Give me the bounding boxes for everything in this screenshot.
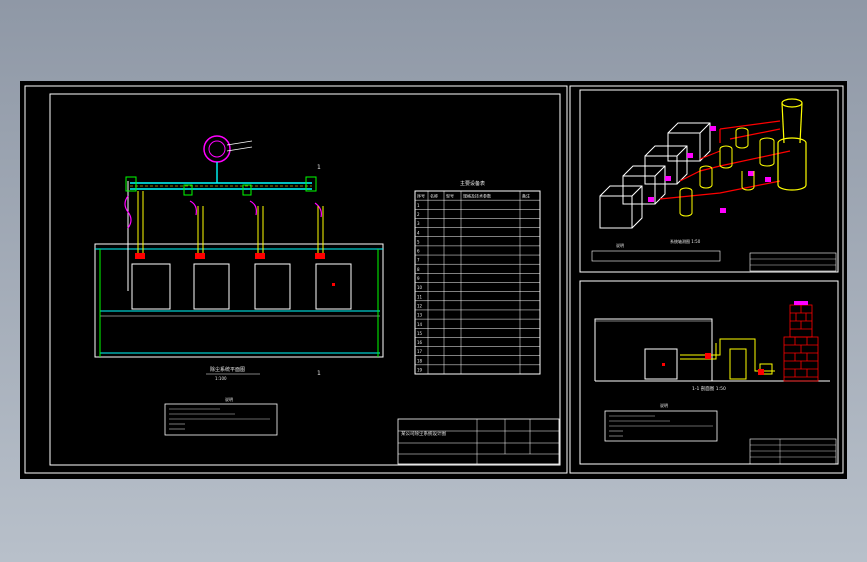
table-cell: 7 xyxy=(417,258,420,263)
building-outline xyxy=(94,243,384,358)
cad-drawing-canvas: 1 1 除尘系统平面图 1:100 主要设备表 序号名称 型号 规格及技术参数 备注 1… xyxy=(20,81,847,479)
chimney-brick-icon xyxy=(783,304,819,382)
notes-left-title: 说明 xyxy=(225,396,233,402)
table-header-cell: 规格及技术参数 xyxy=(463,193,491,199)
table-cell: 3 xyxy=(417,221,420,226)
title-block-right xyxy=(749,438,837,465)
table-cell: 1 xyxy=(417,203,420,208)
table-header-cell: 名称 xyxy=(430,193,438,199)
table-cell: 14 xyxy=(417,322,423,327)
axo-title: 系统轴测图 1:50 xyxy=(670,238,701,244)
left-sheet-inner-frame xyxy=(49,93,561,466)
plan-title: 除尘系统平面图 xyxy=(210,366,245,373)
table-cell: 13 xyxy=(417,313,423,318)
table-cell: 9 xyxy=(417,276,420,281)
table-header-cell: 序号 xyxy=(417,193,425,199)
table-cell: 15 xyxy=(417,331,423,336)
main-plan-view: 1 1 除尘系统平面图 1:100 xyxy=(94,135,384,381)
table-cell: 5 xyxy=(417,239,420,244)
axo-panel-frame xyxy=(579,89,839,273)
table-cell: 17 xyxy=(417,349,423,354)
table-header-cell: 备注 xyxy=(522,193,530,199)
fan-icon xyxy=(203,135,231,163)
equipment-table-title: 主要设备表 xyxy=(460,180,485,187)
notes-left: 说明 xyxy=(164,396,278,436)
section-marker-a: 1 xyxy=(317,164,321,171)
table-cell: 12 xyxy=(417,303,423,308)
machine-3 xyxy=(254,263,291,310)
table-cell: 19 xyxy=(417,368,423,373)
table-header-cell: 型号 xyxy=(446,193,454,199)
equipment-table: 主要设备表 序号名称型号规格及技术参数备注1234567891011121314… xyxy=(414,180,541,375)
table-cell: 4 xyxy=(417,230,420,235)
cad-drawing: 1 1 除尘系统平面图 1:100 主要设备表 序号名称 型号 规格及技术参数 备注 1… xyxy=(24,85,844,474)
section-view: 1-1 剖面图 1:50 xyxy=(594,301,830,392)
chimney-icon xyxy=(777,98,807,191)
right-sheet-frame xyxy=(569,85,844,474)
axonometric-view: 说明 系统轴测图 1:50 xyxy=(591,98,837,272)
section-title: 1-1 剖面图 1:50 xyxy=(692,385,726,392)
branch-3 xyxy=(242,184,291,310)
axo-note-label: 说明 xyxy=(616,242,624,248)
table-cell: 11 xyxy=(417,294,423,299)
machine-1 xyxy=(131,263,171,310)
table-cell: 8 xyxy=(417,267,420,272)
table-cell: 16 xyxy=(417,340,423,345)
branch-1 xyxy=(124,176,171,310)
plan-scale: 1:100 xyxy=(215,376,227,381)
machine-4 xyxy=(315,263,352,310)
title-block-name: 某公司除尘系统设计图 xyxy=(401,430,446,437)
table-cell: 18 xyxy=(417,358,423,363)
notes-right: 说明 xyxy=(604,402,718,442)
section-panel-frame xyxy=(579,280,839,465)
section-marker-b: 1 xyxy=(317,370,321,377)
left-sheet-frame xyxy=(24,85,568,474)
table-cell: 2 xyxy=(417,212,420,217)
notes-right-title: 说明 xyxy=(660,402,668,408)
table-cell: 10 xyxy=(417,285,423,290)
title-block-left: 某公司除尘系统设计图 xyxy=(397,418,560,465)
branch-2 xyxy=(183,184,230,310)
branch-4 xyxy=(305,176,352,310)
machine-2 xyxy=(193,263,230,310)
table-cell: 6 xyxy=(417,249,420,254)
